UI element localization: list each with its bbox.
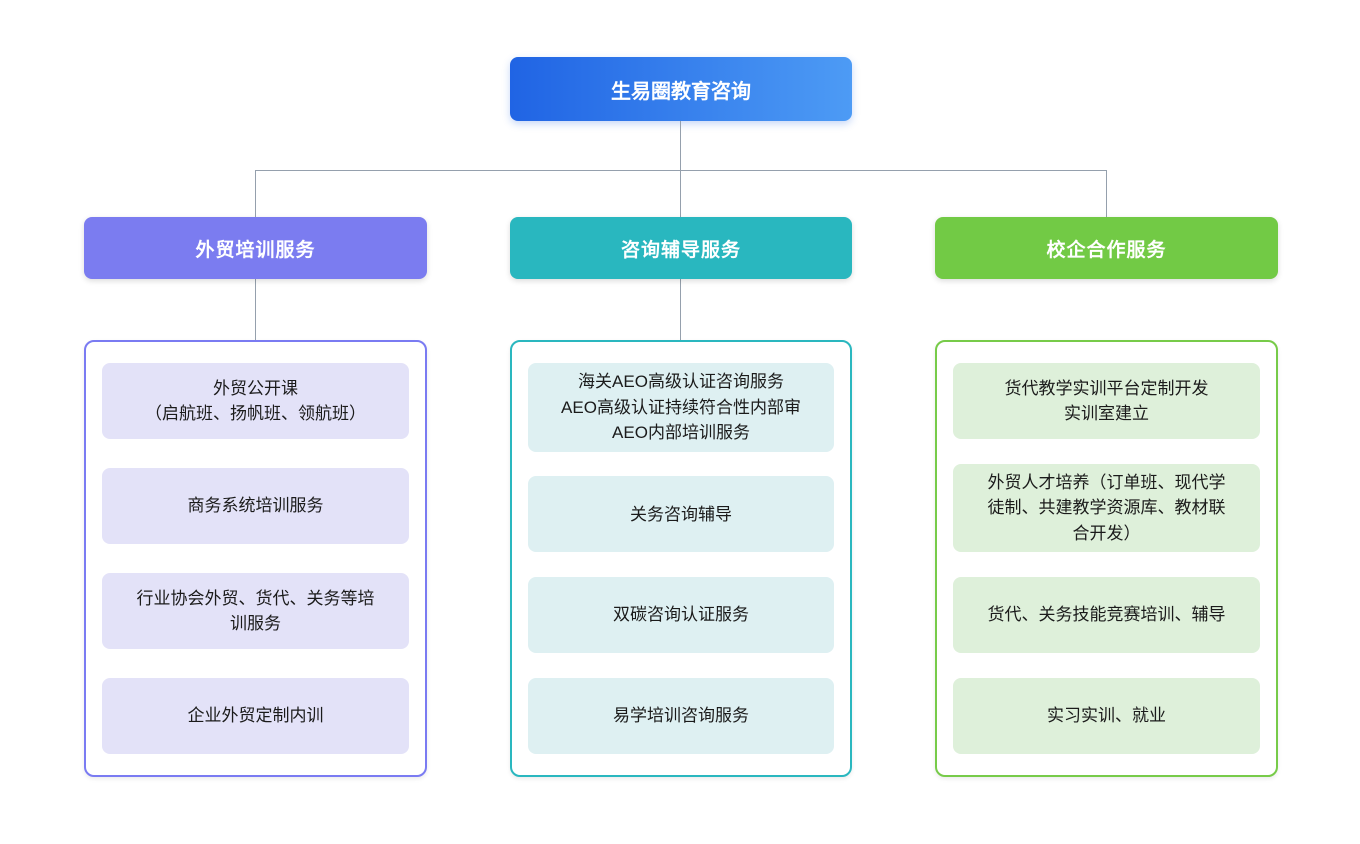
branch-header-label: 咨询辅导服务 [620,239,741,261]
branch-header-foreign-trade-training: 外贸培训服务 [84,217,427,279]
connector-drop-right [1106,170,1107,217]
service-item: 商务系统培训服务 [102,468,409,544]
connector-root-to-horizontal [680,121,681,170]
service-item: 行业协会外贸、货代、关务等培 训服务 [102,573,409,649]
connector-header2-to-box [680,279,681,340]
branch-header-school-enterprise: 校企合作服务 [935,217,1278,279]
root-node: 生易圈教育咨询 [510,57,852,121]
service-item: 海关AEO高级认证咨询服务 AEO高级认证持续符合性内部审 AEO内部培训服务 [528,363,834,452]
root-node-label: 生易圈教育咨询 [611,80,751,103]
service-item: 易学培训咨询服务 [528,677,834,754]
branch-box-school-enterprise: 货代教学实训平台定制开发 实训室建立 外贸人才培养（订单班、现代学 徒制、共建教… [935,340,1278,777]
service-item: 外贸人才培养（订单班、现代学 徒制、共建教学资源库、教材联 合开发） [953,463,1260,553]
branch-header-consulting-coaching: 咨询辅导服务 [510,217,852,279]
branch-box-consulting-coaching: 海关AEO高级认证咨询服务 AEO高级认证持续符合性内部审 AEO内部培训服务 … [510,340,852,777]
branch-header-label: 校企合作服务 [1046,239,1167,261]
branch-header-label: 外贸培训服务 [195,239,316,261]
service-item: 实习实训、就业 [953,677,1260,754]
connector-header1-to-box [255,279,256,340]
service-item: 货代、关务技能竞赛培训、辅导 [953,577,1260,654]
service-item: 双碳咨询认证服务 [528,577,834,654]
service-item: 企业外贸定制内训 [102,678,409,754]
connector-drop-center [680,170,681,217]
service-item: 关务咨询辅导 [528,476,834,553]
branch-box-foreign-trade-training: 外贸公开课 （启航班、扬帆班、领航班） 商务系统培训服务 行业协会外贸、货代、关… [84,340,427,777]
connector-drop-left [255,170,256,217]
connector-horizontal [255,170,1107,171]
service-item: 外贸公开课 （启航班、扬帆班、领航班） [102,363,409,439]
service-item: 货代教学实训平台定制开发 实训室建立 [953,363,1260,439]
